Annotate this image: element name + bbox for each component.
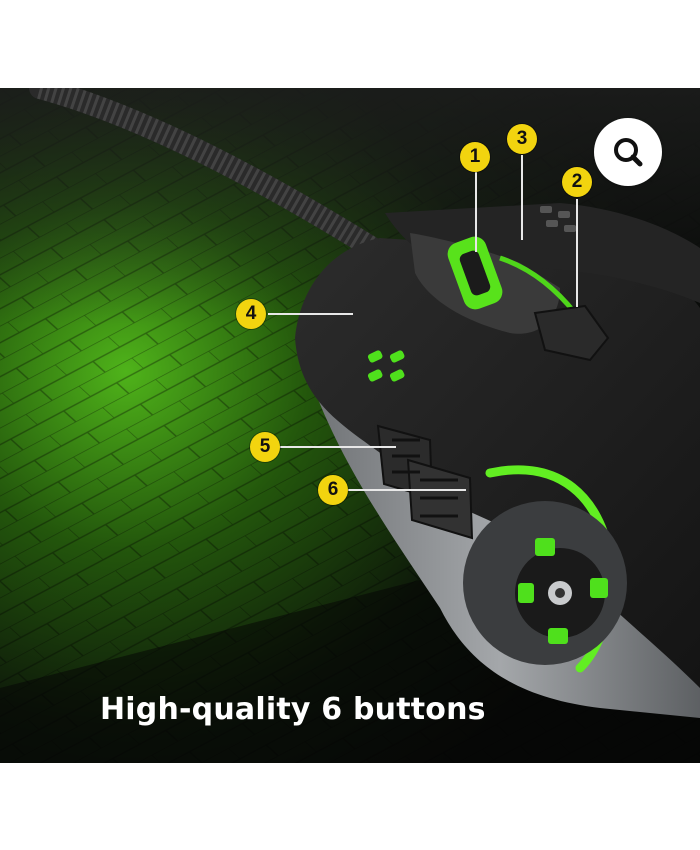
product-photo	[0, 88, 700, 763]
callout-6: 6	[318, 475, 348, 505]
search-icon	[614, 138, 643, 167]
zoom-button[interactable]	[594, 118, 662, 186]
callout-3-leader	[521, 155, 523, 240]
product-caption: High-quality 6 buttons	[100, 692, 486, 727]
callout-3: 3	[507, 124, 537, 154]
gaming-mouse-illustration	[0, 88, 700, 763]
callout-2-leader	[576, 199, 578, 307]
callout-4: 4	[236, 299, 266, 329]
callout-2: 2	[562, 167, 592, 197]
callout-4-leader	[268, 313, 353, 315]
callout-6-leader	[348, 489, 466, 491]
callout-1-leader	[475, 172, 477, 252]
callout-5: 5	[250, 432, 280, 462]
callout-5-leader	[278, 446, 396, 448]
callout-1: 1	[460, 142, 490, 172]
